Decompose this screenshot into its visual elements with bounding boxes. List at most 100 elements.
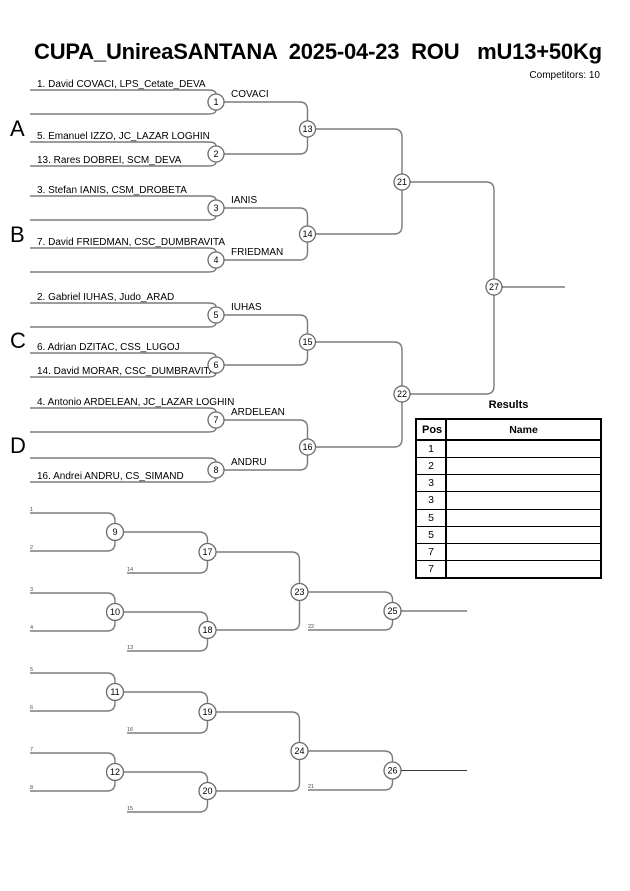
repechage-entry-line — [30, 540, 116, 552]
connector — [224, 137, 309, 155]
match-number-22: 22 — [397, 389, 407, 399]
match-number-5: 5 — [213, 310, 218, 320]
feed-number: 13 — [127, 645, 133, 651]
match-number-26: 26 — [387, 766, 397, 776]
results-name-cell — [447, 441, 600, 457]
winner-name: ARDELEAN — [231, 407, 285, 418]
connector — [224, 101, 309, 121]
entry-name: 3. Stefan IANIS, CSM_DROBETA — [37, 185, 187, 196]
entry-line — [30, 322, 217, 328]
results-row: 7 — [417, 542, 600, 560]
feed-line — [308, 779, 394, 791]
results-name-cell — [447, 458, 600, 474]
results-name-cell — [447, 492, 600, 508]
connector — [315, 190, 403, 235]
connector — [123, 531, 209, 544]
feed-number: 8 — [30, 785, 33, 791]
results-row: 5 — [417, 525, 600, 543]
winner-name: ANDRU — [231, 457, 267, 468]
entry-line — [30, 372, 217, 378]
connector — [410, 181, 495, 279]
match-circle-15 — [298, 333, 317, 351]
match-number-23: 23 — [294, 587, 304, 597]
results-name-cell — [447, 475, 600, 491]
match-circle-16 — [298, 438, 317, 456]
match-number-20: 20 — [202, 786, 212, 796]
connector — [315, 128, 403, 174]
connector — [224, 314, 309, 334]
match-number-16: 16 — [302, 442, 312, 452]
results-pos-cell: 5 — [417, 509, 447, 526]
match-circle-6 — [207, 356, 225, 374]
entry-name: 4. Antonio ARDELEAN, JC_LAZAR LOGHIN — [37, 397, 234, 408]
repechage-entry-line — [30, 620, 116, 632]
entry-name: 1. David COVACI, LPS_Cetate_DEVA — [37, 79, 206, 90]
match-number-4: 4 — [213, 255, 218, 265]
results-row: 5 — [417, 508, 600, 526]
feed-number: 14 — [127, 567, 133, 573]
feed-number: 21 — [308, 784, 314, 790]
repechage-entry-line — [30, 752, 116, 764]
winner-name: FRIEDMAN — [231, 247, 283, 258]
results-header: Pos Name — [417, 420, 600, 441]
feed-line — [127, 638, 209, 652]
feed-number: 16 — [127, 727, 133, 733]
entry-line — [30, 89, 217, 95]
entry-line — [30, 302, 217, 308]
feed-number: 5 — [30, 667, 33, 673]
connector — [410, 295, 495, 395]
feed-number: 22 — [308, 624, 314, 630]
repechage-entry-line — [30, 512, 116, 524]
results-name-cell — [447, 544, 600, 560]
match-number-19: 19 — [202, 707, 212, 717]
winner-name: COVACI — [231, 89, 269, 100]
match-circle-13 — [298, 120, 317, 138]
feed-number: 3 — [30, 587, 33, 593]
feed-number: 15 — [127, 806, 133, 812]
match-circle-14 — [298, 225, 317, 243]
entry-name: 13. Rares DOBREI, SCM_DEVA — [37, 155, 182, 166]
connector — [308, 750, 394, 762]
connector — [315, 341, 403, 386]
match-circle-1 — [207, 93, 225, 111]
connector — [123, 611, 209, 622]
tournament-title: CUPA_UnireaSANTANA 2025-04-23 ROU mU13+5… — [34, 39, 602, 64]
results-pos-cell: 3 — [417, 475, 447, 492]
match-number-18: 18 — [202, 625, 212, 635]
entry-line — [30, 407, 217, 413]
entry-line — [30, 195, 217, 201]
entry-line — [30, 109, 217, 115]
match-circle-3 — [207, 199, 225, 217]
match-circle-5 — [207, 306, 225, 324]
results-name-cell — [447, 561, 600, 577]
competitors-count: Competitors: 10 — [529, 70, 600, 81]
match-number-25: 25 — [387, 606, 397, 616]
match-number-13: 13 — [302, 124, 312, 134]
match-number-7: 7 — [213, 415, 218, 425]
results-pos-cell: 7 — [417, 543, 447, 560]
feed-number: 1 — [30, 507, 33, 513]
connector — [308, 591, 394, 603]
connector — [224, 350, 309, 366]
match-circle-21 — [393, 173, 411, 191]
results-row: 1 — [417, 441, 600, 458]
results-name-cell — [447, 510, 600, 526]
match-number-11: 11 — [110, 687, 119, 697]
connector — [123, 691, 209, 704]
entry-name: 5. Emanuel IZZO, JC_LAZAR LOGHIN — [37, 131, 210, 142]
feed-line — [127, 799, 209, 813]
match-circle-4 — [207, 251, 225, 269]
match-circle-22 — [393, 385, 411, 403]
feed-number: 2 — [30, 545, 33, 551]
winner-name: IANIS — [231, 195, 257, 206]
feed-line — [127, 560, 209, 574]
entry-line — [30, 477, 217, 483]
entry-line — [30, 352, 217, 358]
feed-line — [308, 619, 394, 631]
match-number-12: 12 — [110, 767, 120, 777]
connector — [215, 600, 301, 631]
entry-name: 2. Gabriel IUHAS, Judo_ARAD — [37, 292, 174, 303]
results-header-name: Name — [509, 423, 538, 436]
feed-number: 6 — [30, 705, 33, 711]
